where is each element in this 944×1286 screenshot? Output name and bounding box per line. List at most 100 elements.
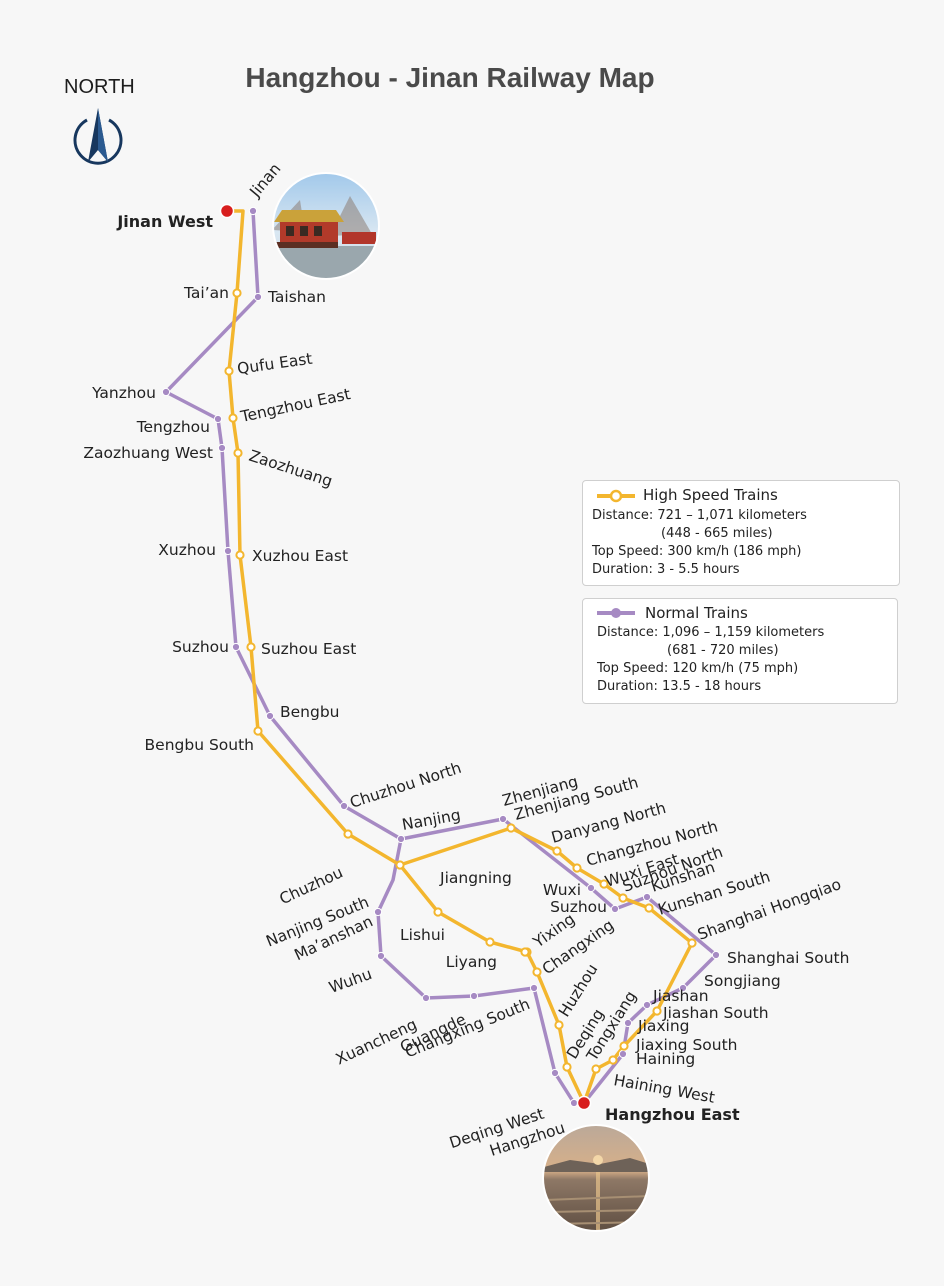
high-speed-label-tai-an-1: Tai’an (183, 284, 229, 302)
high-speed-stop-shanghai-hongqiao (687, 938, 697, 948)
compass-arrow-icon (73, 108, 123, 165)
normal-label-jiashan-16: Jiashan (652, 987, 709, 1005)
legend-high-speed-miles: (448 - 665 miles) (661, 526, 773, 541)
high-speed-label-tengzhou-east-3: Tengzhou East (238, 385, 352, 426)
normal-label-haining-18: Haining (636, 1050, 695, 1068)
high-speed-label-zaozhuang-4: Zaozhuang (247, 447, 335, 491)
normal-stop-suzhou (610, 904, 620, 914)
normal-stop-kunshan (642, 892, 652, 902)
high-speed-stop-yixing (520, 947, 530, 957)
high-speed-stop-deqing (562, 1062, 572, 1072)
normal-stop-taishan (253, 292, 263, 302)
compass-label: NORTH (64, 76, 135, 98)
high-speed-label-jiashan-south-25: Jiashan South (662, 1004, 769, 1022)
high-speed-label-suzhou-east-6: Suzhou East (261, 640, 356, 658)
high-speed-stop-zhenjiang-south (506, 823, 516, 833)
normal-stop-zhenjiang (498, 814, 508, 824)
high-speed-stop-suzhou-east (246, 642, 256, 652)
high-speed-label-lishui-11: Lishui (400, 926, 445, 944)
normal-stop-bengbu (265, 711, 275, 721)
normal-stop-deqing-west (550, 1068, 560, 1078)
west-lake-sunset-photo (543, 1125, 649, 1231)
normal-stop-zaozhuang-west (217, 443, 227, 453)
normal-label-songjiang-15: Songjiang (704, 972, 781, 990)
legend-normal-speed: Top Speed: 120 km/h (75 mph) (597, 661, 799, 676)
legend-normal-miles: (681 - 720 miles) (667, 643, 779, 658)
high-speed-stop-qufu-east (224, 366, 234, 376)
high-speed-label-bengbu-south-7: Bengbu South (145, 736, 254, 754)
normal-stop-jiaxing (623, 1018, 633, 1028)
normal-label-suzhou-6: Suzhou (172, 638, 229, 656)
normal-label-shanghai-south-14: Shanghai South (727, 949, 849, 967)
high-speed-label-xuzhou-east-5: Xuzhou East (252, 547, 348, 565)
high-speed-stop-tai-an (232, 288, 242, 298)
terminal-label-hangzhou-east-28: Hangzhou East (605, 1105, 740, 1124)
normal-stop-shanghai-south (711, 950, 721, 960)
normal-label-jinan-0: Jinan (246, 160, 285, 201)
high-speed-stop-zaozhuang (233, 448, 243, 458)
legend-high-speed-distance: Distance: 721 – 1,071 kilometers (592, 508, 807, 523)
terminal-label-jinan-west-0: Jinan West (116, 212, 213, 231)
high-speed-stop-lishui (485, 937, 495, 947)
terminal-hangzhou-east (576, 1095, 592, 1111)
normal-stop-tengzhou (213, 414, 223, 424)
high-speed-stop-suzhou-north (618, 893, 628, 903)
legend-normal-distance: Distance: 1,096 – 1,159 kilometers (597, 625, 825, 640)
map-title: Hangzhou - Jinan Railway Map (245, 62, 655, 93)
high-speed-label-liyang-12: Liyang (446, 953, 497, 971)
normal-stop-chuzhou-north (339, 801, 349, 811)
normal-label-wuxi-11: Wuxi (543, 881, 581, 899)
legend-high-speed-duration: Duration: 3 - 5.5 hours (592, 562, 740, 577)
normal-stop-changxing-south (529, 983, 539, 993)
high-speed-stop-tongxiang (591, 1064, 601, 1074)
high-speed-label-jiaxing-south-26: Jiaxing South (635, 1036, 738, 1054)
normal-stop-jinan (248, 206, 258, 216)
legend-high-speed: High Speed Trains Distance: 721 – 1,071 … (582, 480, 900, 586)
normal-label-suzhou-12: Suzhou (550, 898, 607, 916)
high-speed-label-jiangning-10: Jiangning (439, 869, 512, 887)
normal-stop-haining (618, 1049, 628, 1059)
normal-label-jiaxing-17: Jiaxing (637, 1017, 690, 1035)
high-speed-stop-jiangning (433, 907, 443, 917)
high-speed-stop-changxing (532, 967, 542, 977)
legend-normal-title: Normal Trains (645, 604, 748, 622)
high-speed-stop-jiashan-south (652, 1006, 662, 1016)
high-speed-stop-chuzhou (343, 829, 353, 839)
normal-stop-xuancheng (421, 993, 431, 1003)
normal-stop-suzhou (231, 642, 241, 652)
legend-normal-duration: Duration: 13.5 - 18 hours (597, 679, 762, 694)
normal-label-xuzhou-5: Xuzhou (158, 541, 216, 559)
normal-stop-songjiang (678, 983, 688, 993)
high-speed-stop-danyang-north (552, 846, 562, 856)
normal-stop-guangde (469, 991, 479, 1001)
normal-label-bengbu-7: Bengbu (280, 703, 340, 721)
high-speed-label-chuzhou-8: Chuzhou (277, 863, 346, 908)
jinan-lake-pavilion-photo (273, 173, 379, 279)
high-speed-stop-nanjing-south (395, 860, 405, 870)
high-speed-stop-huzhou (554, 1020, 564, 1030)
high-speed-stop-wuxi-east (599, 879, 609, 889)
normal-stop-xuzhou (223, 546, 233, 556)
high-speed-label-qufu-east-2: Qufu East (236, 350, 313, 378)
normal-line-1 (164, 210, 718, 1105)
normal-stop-yanzhou (161, 387, 171, 397)
legend-high-speed-title: High Speed Trains (643, 486, 778, 504)
high-speed-stop-haining-west (608, 1055, 618, 1065)
normal-label-zaozhuang-west-4: Zaozhuang West (83, 444, 213, 462)
high-speed-line-icon (597, 489, 635, 503)
high-speed-stop-kunshan-south (644, 903, 654, 913)
high-speed-label-haining-west-27: Haining West (612, 1071, 716, 1106)
normal-label-tengzhou-3: Tengzhou (136, 418, 210, 436)
normal-stop-jiashan (642, 1000, 652, 1010)
high-speed-stop-xuzhou-east (235, 550, 245, 560)
normal-stop-hangzhou (569, 1098, 579, 1108)
normal-stop-ma-anshan (373, 907, 383, 917)
normal-label-wuhu-21: Wuhu (327, 965, 375, 997)
normal-stop-wuhu (376, 951, 386, 961)
normal-line-icon (597, 608, 635, 618)
high-speed-stop-bengbu-south (253, 726, 263, 736)
normal-label-chuzhou-north-8: Chuzhou North (348, 759, 464, 812)
legend-high-speed-speed: Top Speed: 300 km/h (186 mph) (592, 544, 802, 559)
high-speed-stop-tengzhou-east (228, 413, 238, 423)
